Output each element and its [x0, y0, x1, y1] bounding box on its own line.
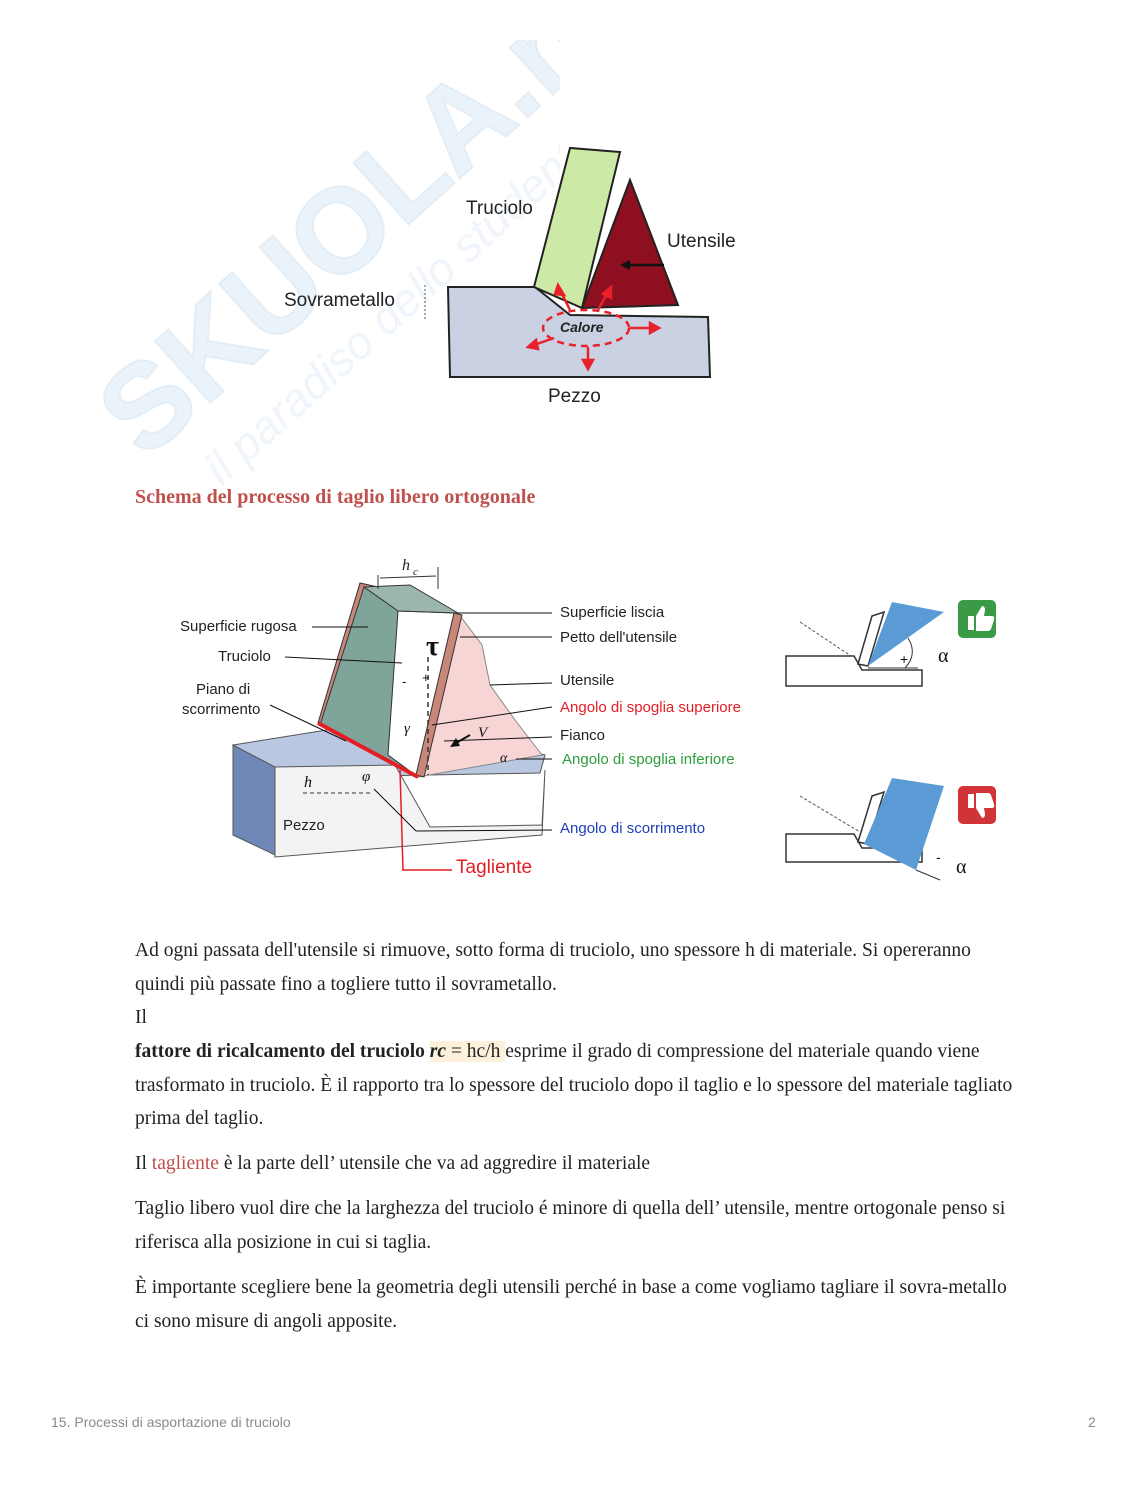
section-heading: Schema del processo di taglio libero ort… [135, 486, 536, 508]
smooth-surface-label: Superficie liscia [560, 604, 665, 621]
shear-angle-label: Angolo di scorrimento [560, 820, 705, 837]
paragraph-geometry: È importante scegliere bene la geometria… [135, 1277, 1007, 1332]
orthogonal-cutting-figure: h c τ - + γ φ α V h Pezzo Tagliente Supe… [180, 557, 741, 878]
rough-surface-label: Superficie rugosa [180, 618, 297, 635]
gamma-label: γ [404, 721, 411, 737]
page-number: 2 [1088, 1414, 1096, 1430]
flank-label: Fianco [560, 727, 605, 744]
thumbs-up-icon [958, 600, 996, 638]
velocity-arrow [455, 734, 471, 744]
chip-formation-figure: Calore Truciolo Utensile Sovrametallo Pe… [284, 146, 736, 407]
rc-symbol: rc [429, 1041, 447, 1062]
good-workpiece [785, 655, 923, 687]
heat-label: Calore [560, 319, 604, 335]
heat-arrows [525, 282, 662, 372]
tool-arrowhead [620, 260, 630, 270]
v-label: V [478, 725, 489, 741]
paragraph-passes: Ad ogni passata dell'utensile si rimuove… [135, 940, 971, 995]
rake-angle-comparison: + α - α [785, 600, 996, 881]
rake-angle-label: Angolo di spoglia superiore [560, 699, 741, 716]
good-alpha: α [938, 645, 949, 667]
chip-label: Truciolo [466, 198, 533, 219]
heat-zone [541, 308, 631, 348]
cutting-edge-label: Tagliente [456, 857, 532, 878]
paragraph-il: Il [135, 1007, 147, 1028]
paragraph-free-cutting: Taglio libero vuol dire che la larghezza… [135, 1198, 1006, 1253]
minus-sign: - [402, 674, 406, 689]
tau-label: τ [426, 631, 439, 662]
footer-title: 15. Processi di asportazione di truciolo [51, 1414, 291, 1430]
compression-formula: rc = hc/h [429, 1041, 506, 1062]
bad-tool [864, 778, 944, 870]
tool-label: Utensile [560, 672, 614, 689]
h-label: h [304, 774, 312, 791]
shear-plane-label-2: scorrimento [182, 701, 260, 718]
shear-plane-line [317, 721, 419, 779]
good-sign: + [900, 651, 908, 667]
shear-plane-label-1: Piano di [196, 681, 250, 698]
plus-sign: + [422, 670, 430, 685]
cutting-edge-term: tagliente [151, 1153, 219, 1174]
compression-factor-term: fattore di ricalcamento del truciolo [135, 1041, 425, 1062]
good-tool [868, 602, 944, 666]
workpiece-label: Pezzo [548, 386, 601, 407]
tool-face-label: Petto dell'utensile [560, 629, 677, 646]
hc-subscript: c [413, 566, 418, 578]
compression-definition: esprime il grado di compressione del mat… [135, 1041, 1013, 1129]
stock-label: Sovrametallo [284, 290, 395, 311]
hc-label: h [402, 557, 410, 574]
alpha-label: α [500, 751, 508, 766]
edge-leader [399, 769, 404, 871]
tool-label: Utensile [667, 231, 736, 252]
chip-label: Truciolo [218, 648, 271, 665]
clearance-angle-label: Angolo di spoglia inferiore [562, 751, 735, 768]
tool-shape [580, 177, 680, 310]
bad-alpha: α [956, 856, 967, 878]
good-chip [857, 610, 886, 667]
workpiece-front [274, 764, 546, 858]
paragraph-compression-factor: fattore di ricalcamento del truciolo rc … [135, 1035, 1025, 1136]
thumbs-down-icon [958, 786, 996, 824]
bad-sign: - [936, 849, 941, 865]
rc-formula: = hc/h [446, 1041, 506, 1062]
paragraph-cutting-edge: Il tagliente è la parte dell’ utensile c… [135, 1153, 651, 1174]
phi-label: φ [362, 769, 370, 785]
workpiece-label: Pezzo [283, 817, 325, 834]
